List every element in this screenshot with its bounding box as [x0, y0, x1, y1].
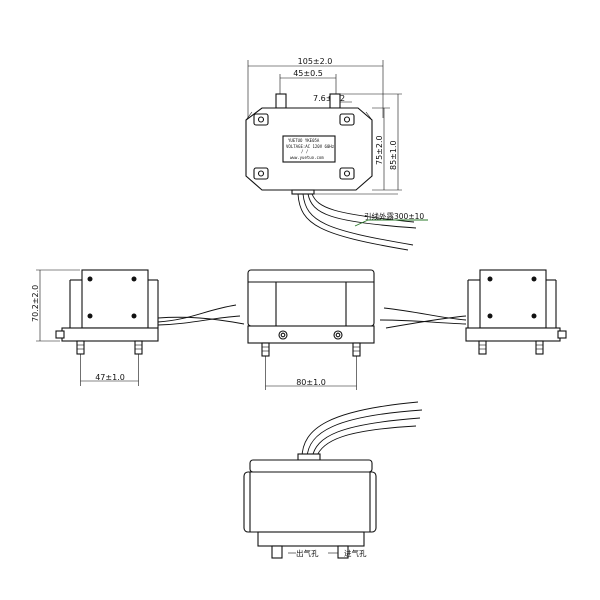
corner-bolts: [253, 113, 355, 180]
top-view: 105±2.0 45±0.5 7.6±0.2 YUETUO YKE05A VOL…: [245, 57, 428, 251]
front-base: [247, 325, 375, 344]
dim-front-mount-spacing: 80±1.0: [296, 378, 326, 387]
dim-height: 70.2±2.0: [31, 285, 40, 322]
dim-depth-body: 75±2.0: [375, 135, 384, 165]
outlet-port: [275, 93, 287, 109]
rear-base: [257, 531, 365, 547]
side-base-right: [465, 327, 561, 342]
dim-width-total: 105±2.0: [298, 57, 333, 66]
right-side-view: [379, 269, 567, 355]
front-view: 80±1.0: [247, 269, 375, 390]
nameplate-line3: / /: [301, 149, 309, 154]
nameplate-line1: YUETUO YKE05A: [288, 138, 320, 143]
side-body-left: [81, 269, 149, 329]
dim-port-diameter: 7.6±0.2: [313, 94, 345, 103]
lead-wire-label: 引线外露300±10: [364, 211, 424, 221]
left-side-view: 70.2±2.0 47±1.0: [31, 269, 245, 386]
front-body: [247, 269, 375, 327]
inlet-label: 进气孔: [344, 548, 367, 558]
outlet-label: 出气孔: [296, 548, 319, 558]
dim-port-spacing: 45±0.5: [293, 69, 323, 78]
nameplate-line4: www.yuetuo.com: [290, 155, 324, 160]
nameplate: [282, 135, 336, 163]
rear-body: [243, 471, 377, 533]
dim-side-mount-spacing: 47±1.0: [95, 373, 125, 382]
top-body: [245, 107, 373, 191]
inlet-port: [329, 93, 341, 109]
nameplate-line2: VOLTAGE:AC 120V 60Hz: [286, 144, 335, 149]
dim-depth-total: 85±1.0: [389, 140, 398, 170]
rear-view: 出气孔 进气孔: [243, 401, 423, 559]
side-base-left: [61, 327, 159, 342]
